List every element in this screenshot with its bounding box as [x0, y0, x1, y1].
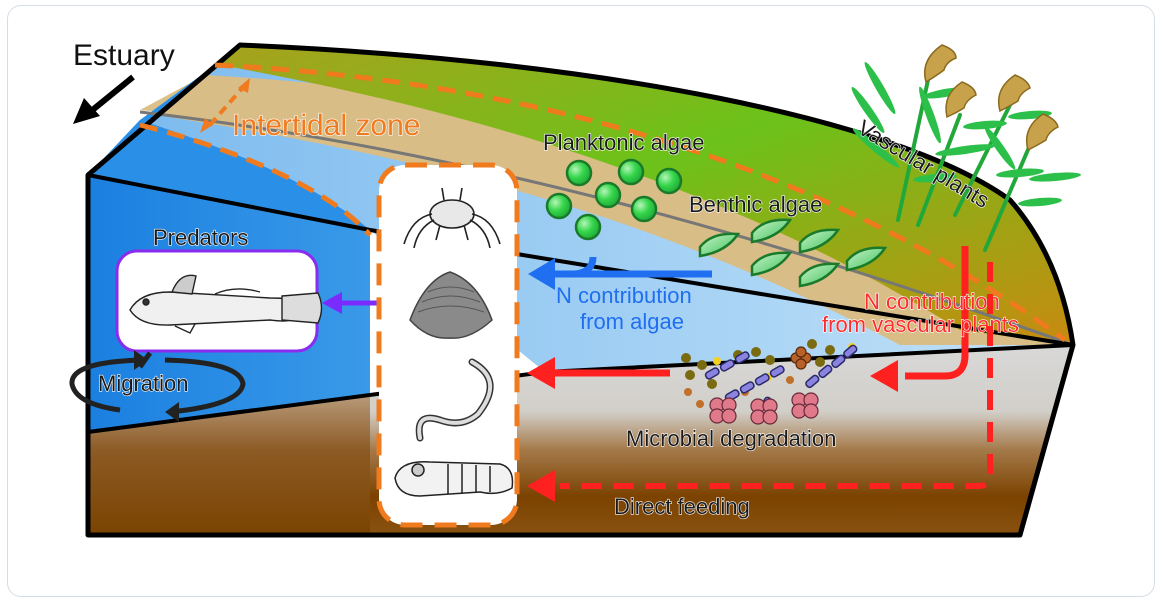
- n-from-vascular-label-line2: from vascular plants: [822, 312, 1019, 337]
- vascular-plants: [851, 44, 1081, 252]
- clam-icon: [409, 271, 493, 339]
- benthic-algae-cells: [698, 218, 888, 288]
- fish-icon: [129, 274, 323, 334]
- benthic-cell: [750, 218, 793, 244]
- migration-arrow-head-top: [134, 350, 148, 370]
- vascular-n-flow-arrow: [870, 246, 969, 392]
- algae-cell: [594, 181, 622, 209]
- direct-feeding-label: Direct feeding: [614, 494, 750, 519]
- estuary-label: Estuary: [73, 39, 175, 72]
- predators-label: Predators: [153, 225, 248, 250]
- worm-icon-fill: [417, 360, 493, 440]
- intertidal-width-arrow: [200, 78, 250, 133]
- intertidal-zone-outline-lower: [139, 122, 372, 237]
- consumers-box: [376, 162, 520, 528]
- shrimp-icon: [394, 461, 514, 497]
- sediment-side: [88, 395, 370, 535]
- sand-boundary: [139, 110, 1074, 347]
- marsh-surface: [220, 45, 1073, 345]
- algae-cell: [655, 167, 683, 195]
- planktonic-algae-cells: [545, 158, 683, 241]
- intertidal-zone-outline: [214, 62, 1067, 343]
- benthic-cell: [798, 262, 841, 288]
- benthic-cell: [698, 232, 741, 258]
- algae-cell: [617, 158, 645, 186]
- algae-cell: [565, 159, 593, 187]
- reed-panicle: [945, 81, 977, 119]
- algae-cell: [545, 192, 573, 220]
- microbial-to-consumer-arrow: [527, 357, 670, 389]
- deep-channel: [88, 120, 370, 230]
- benthic-cell: [750, 251, 793, 277]
- direct-feeding-arrow: [527, 262, 993, 502]
- reed-panicle: [997, 74, 1031, 113]
- block-outline: [85, 42, 1076, 538]
- microbial-degradation-label: Microbial degradation: [626, 426, 836, 451]
- water-surface-edge: [87, 173, 1074, 347]
- n-from-vascular-label-line1: N contribution: [864, 289, 1000, 314]
- migration-label: Migration: [98, 371, 188, 396]
- planktonic-algae-label: Planktonic algae: [543, 130, 704, 155]
- intertidal-zone-label: Intertidal zone: [232, 109, 420, 142]
- algae-cell: [574, 213, 602, 241]
- migration-arrow-head-bottom: [165, 402, 179, 422]
- algae-cell: [630, 195, 658, 223]
- benthic-cell: [798, 228, 841, 254]
- algae-n-flow-arrow: [528, 256, 712, 290]
- benthic-cell: [845, 246, 888, 272]
- n-from-algae-label-line2: from algae: [580, 309, 684, 334]
- predator-flow-arrow: [322, 292, 378, 314]
- reed-panicle: [1025, 113, 1059, 152]
- estuary-arrow-icon: [73, 74, 135, 124]
- benthic-algae-label: Benthic algae: [689, 192, 822, 217]
- crab-icon: [403, 187, 501, 249]
- n-from-algae-label-line1: N contribution: [556, 283, 692, 308]
- reed-panicle: [924, 44, 957, 84]
- microbial-cluster: [681, 339, 858, 425]
- sand-band-fill: [155, 75, 1073, 345]
